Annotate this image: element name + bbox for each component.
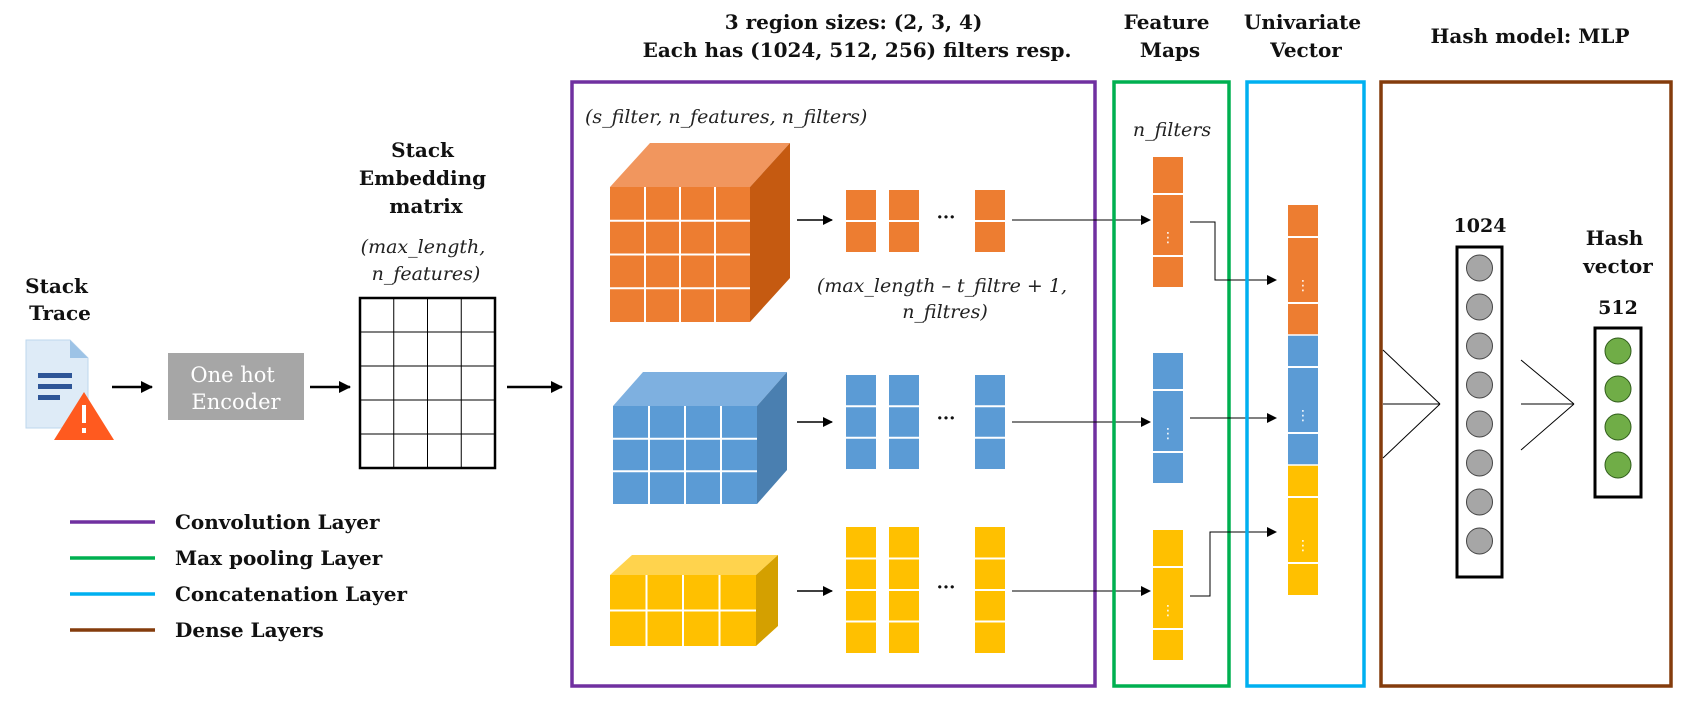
max-pooling-layer-box [1112, 80, 1231, 688]
blue-feature-map-ellipsis: ⋮ [1161, 426, 1175, 442]
orange-feature-map-ellipsis: ⋮ [1161, 230, 1175, 246]
vector-yellow-ellipsis: ⋮ [1296, 538, 1310, 554]
connector-orange-to-vector [1190, 221, 1277, 285]
orange-conv-outputs [846, 190, 1005, 252]
feature-maps-header: Feature Maps [1124, 10, 1217, 62]
yellow-filter-cube [610, 555, 778, 646]
legend-label-concatenation: Concatenation Layer [175, 582, 407, 606]
document-warning-icon [25, 339, 114, 440]
hidden-layer-neurons [1455, 245, 1504, 579]
concatenation-layer-box [1245, 80, 1366, 688]
orange-filter-cube [610, 143, 790, 322]
embedding-matrix-grid [358, 296, 497, 470]
feature-map-dims-label: n_filters [1133, 119, 1211, 141]
one-hot-encoder-box: One hot Encoder [168, 353, 304, 420]
mlp-header: Hash model: MLP [1430, 24, 1629, 48]
hash-vector-size: 512 [1598, 297, 1638, 319]
univariate-vector-header: Univariate Vector [1244, 10, 1368, 62]
dense-layers-box [1379, 80, 1673, 688]
blue-outputs-ellipsis: ··· [937, 408, 956, 429]
vector-blue-ellipsis: ⋮ [1296, 408, 1310, 424]
yellow-outputs-ellipsis: ··· [937, 577, 956, 598]
fan-in-to-hidden-layer [1382, 349, 1441, 459]
yellow-feature-map-ellipsis: ⋮ [1161, 603, 1175, 619]
output-layer-neurons [1593, 326, 1643, 499]
hash-vector-title: Hash vector [1582, 226, 1653, 278]
yellow-conv-outputs [846, 527, 1005, 653]
blue-feature-map [1153, 353, 1183, 483]
convolution-layer-box [570, 80, 1097, 688]
fan-in-to-output-layer [1520, 359, 1575, 451]
legend: Convolution Layer Max pooling Layer Conc… [70, 510, 407, 642]
orange-feature-map [1153, 157, 1183, 287]
legend-label-max-pooling: Max pooling Layer [175, 546, 383, 570]
hidden-layer-size: 1024 [1454, 215, 1507, 237]
stack-trace-label: Stack Trace [25, 274, 95, 325]
univariate-vector-column [1288, 205, 1318, 595]
svg-text:One hot Encoder: One hot Encoder [190, 363, 281, 414]
legend-label-dense: Dense Layers [175, 618, 324, 642]
legend-label-convolution: Convolution Layer [175, 510, 380, 534]
vector-orange-ellipsis: ⋮ [1296, 278, 1310, 294]
embedding-matrix-title: Stack Embedding matrix [359, 138, 493, 218]
blue-filter-cube [613, 372, 787, 504]
connector-yellow-to-vector [1190, 527, 1277, 597]
blue-conv-outputs [846, 375, 1005, 469]
convolution-header: 3 region sizes: (2, 3, 4) Each has (1024… [643, 10, 1072, 62]
conv-output-dims-label: (max_length – t_filtre + 1, n_filtres) [817, 275, 1073, 323]
yellow-feature-map [1153, 530, 1183, 660]
orange-outputs-ellipsis: ··· [937, 207, 956, 228]
filter-dims-label: (s_filter, n_features, n_filters) [585, 106, 867, 128]
embedding-matrix-dims: (max_length, n_features) [361, 236, 492, 285]
